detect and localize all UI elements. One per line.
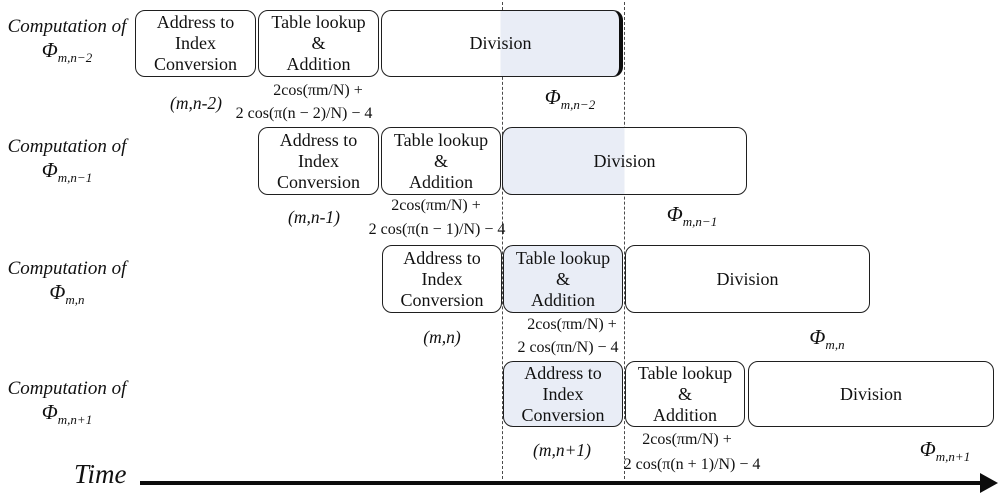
- time-arrow-line: [140, 481, 983, 485]
- formula-caption: 2 cos(π(n − 2)/N) − 4: [235, 105, 373, 122]
- formula-caption: 2 cos(π(n + 1)/N) − 4: [623, 456, 761, 473]
- row-header-phi: Φm,n−1: [41, 158, 93, 186]
- index-caption: (m,n-2): [170, 93, 222, 113]
- stage-label: Address to Index Conversion: [400, 247, 484, 310]
- row-header-phi: Φm,n+1: [41, 400, 93, 428]
- formula-caption: 2 cos(π(n − 1)/N) − 4: [368, 221, 506, 238]
- stage-label: Division: [469, 33, 532, 53]
- formula-caption: 2cos(πm/N) +: [527, 316, 617, 333]
- formula-caption: 2cos(πm/N) +: [642, 431, 732, 448]
- time-axis-label: Time: [74, 459, 127, 489]
- row-header-text: Computation of: [7, 258, 127, 279]
- stage-box-address-conversion: Address to Index Conversion: [503, 361, 623, 427]
- index-caption: (m,n-1): [288, 207, 340, 227]
- stage-box-table-lookup: Table lookup & Addition: [258, 10, 379, 77]
- stage-box-division: Division: [748, 361, 994, 427]
- stage-label: Table lookup & Addition: [515, 247, 611, 310]
- row-header-text: Computation of: [7, 136, 127, 157]
- stage-label: Table lookup & Addition: [393, 129, 489, 192]
- output-phi-label: Φm,n+1: [919, 437, 971, 465]
- time-arrow-head-icon: [980, 473, 998, 493]
- stage-box-address-conversion: Address to Index Conversion: [382, 245, 502, 313]
- stage-box-division: Division: [502, 127, 747, 195]
- stage-label: Address to Index Conversion: [521, 362, 605, 425]
- stage-label: Division: [593, 150, 656, 171]
- stage-label: Address to Index Conversion: [154, 12, 237, 74]
- row-header-phi-m-n-1: Computation of Φm,n−1: [0, 136, 134, 190]
- stage-box-table-lookup: Table lookup & Addition: [381, 127, 501, 195]
- row-header-phi-m-n: Computation of Φm,n: [0, 258, 134, 312]
- stage-box-address-conversion: Address to Index Conversion: [135, 10, 256, 77]
- formula-caption: 2cos(πm/N) +: [391, 197, 481, 214]
- row-header-text: Computation of: [7, 378, 127, 399]
- row-header-phi: Φm,n−2: [41, 38, 93, 66]
- stage-label: Table lookup & Addition: [271, 12, 366, 74]
- stage-label: Address to Index Conversion: [277, 129, 360, 192]
- window-end-dashed-line: [624, 2, 625, 479]
- stage-label: Table lookup & Addition: [637, 362, 733, 425]
- output-phi-label: Φm,n: [809, 325, 845, 353]
- stage-label: Division: [839, 383, 902, 404]
- stage-box-table-lookup: Table lookup & Addition: [625, 361, 745, 427]
- row-header-text: Computation of: [7, 16, 127, 37]
- window-start-dashed-line: [502, 2, 503, 479]
- stage-label: Division: [716, 268, 779, 289]
- output-phi-label: Φm,n−1: [666, 202, 718, 230]
- stage-box-table-lookup: Table lookup & Addition: [503, 245, 623, 313]
- formula-caption: 2cos(πm/N) +: [273, 82, 363, 99]
- row-header-phi-m-n-plus-1: Computation of Φm,n+1: [0, 378, 134, 432]
- index-caption: (m,n+1): [533, 440, 591, 460]
- output-phi-label: Φm,n−2: [544, 85, 596, 113]
- stage-box-address-conversion: Address to Index Conversion: [258, 127, 379, 195]
- index-caption: (m,n): [423, 327, 461, 347]
- formula-caption: 2 cos(πn/N) − 4: [517, 339, 619, 356]
- row-header-phi: Φm,n: [49, 280, 85, 308]
- stage-box-division: Division: [625, 245, 870, 313]
- stage-box-division: Division: [381, 10, 623, 77]
- row-header-phi-m-n-2: Computation of Φm,n−2: [0, 16, 134, 70]
